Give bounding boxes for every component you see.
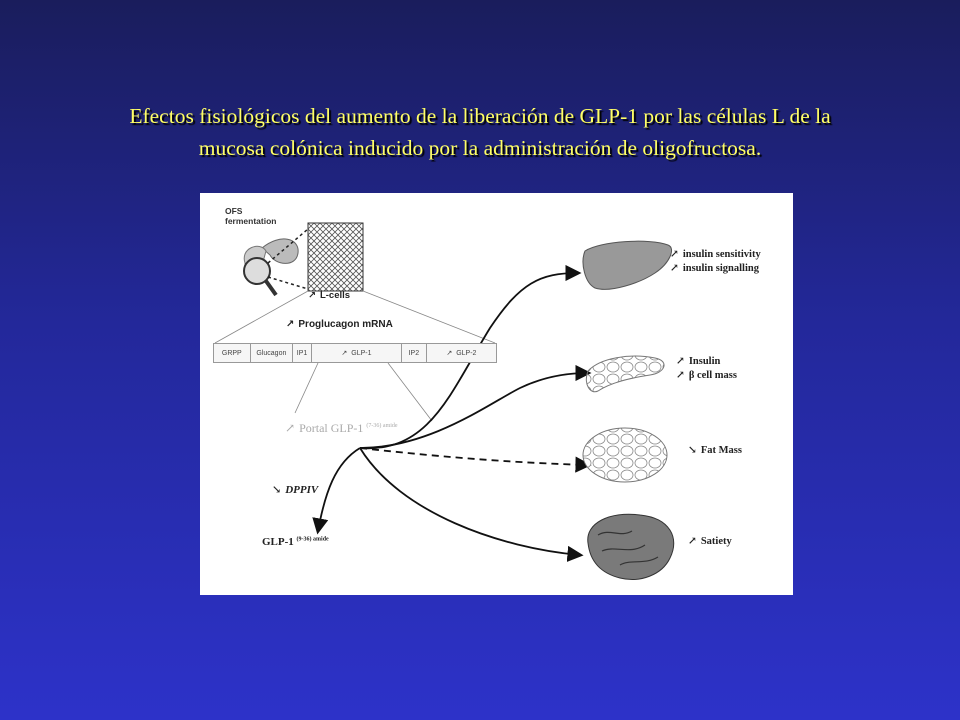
adipose-illustration [582,427,668,483]
segment-glucagon: Glucagon [251,344,294,362]
brain-illustration [587,513,675,580]
slide-title: Efectos fisiológicos del aumento de la l… [30,100,930,164]
proglucagon-mrna-bar: GRPP Glucagon IP1 GLP-1 IP2 GLP-2 [213,343,497,363]
pancreas-illustration [585,355,665,393]
glp1-diagram: OFS fermentation L-cells Proglucagon mRN… [200,193,793,595]
liver-effects-label: insulin sensitivity insulin signalling [670,248,761,276]
magnifier-icon [243,257,278,297]
segment-glp2: GLP-2 [427,344,496,362]
satiety-label: Satiety [688,535,732,547]
segment-grpp: GRPP [214,344,251,362]
segment-ip1: IP1 [293,344,312,362]
pancreas-effects-label: Insulin β cell mass [676,355,737,383]
liver-illustration [582,240,672,290]
proglucagon-label: Proglucagon mRNA [286,319,392,330]
glp1-inactive-label: GLP-1 (9-36) amide [262,536,329,548]
ofs-label: OFS fermentation [225,206,277,226]
lcells-label: L-cells [308,290,350,301]
portal-glp1-label: Portal GLP-1 (7-36) amide [285,421,398,436]
title-line-2: mucosa colónica inducido por la administ… [198,136,762,160]
dppiv-label: DPPIV [272,483,318,496]
segment-glp1: GLP-1 [312,344,402,362]
diagram-graphics [214,222,675,580]
segment-ip2: IP2 [402,344,427,362]
title-line-1: Efectos fisiológicos del aumento de la l… [129,104,831,128]
lcells-micrograph [307,222,364,292]
fat-mass-label: Fat Mass [688,444,742,456]
